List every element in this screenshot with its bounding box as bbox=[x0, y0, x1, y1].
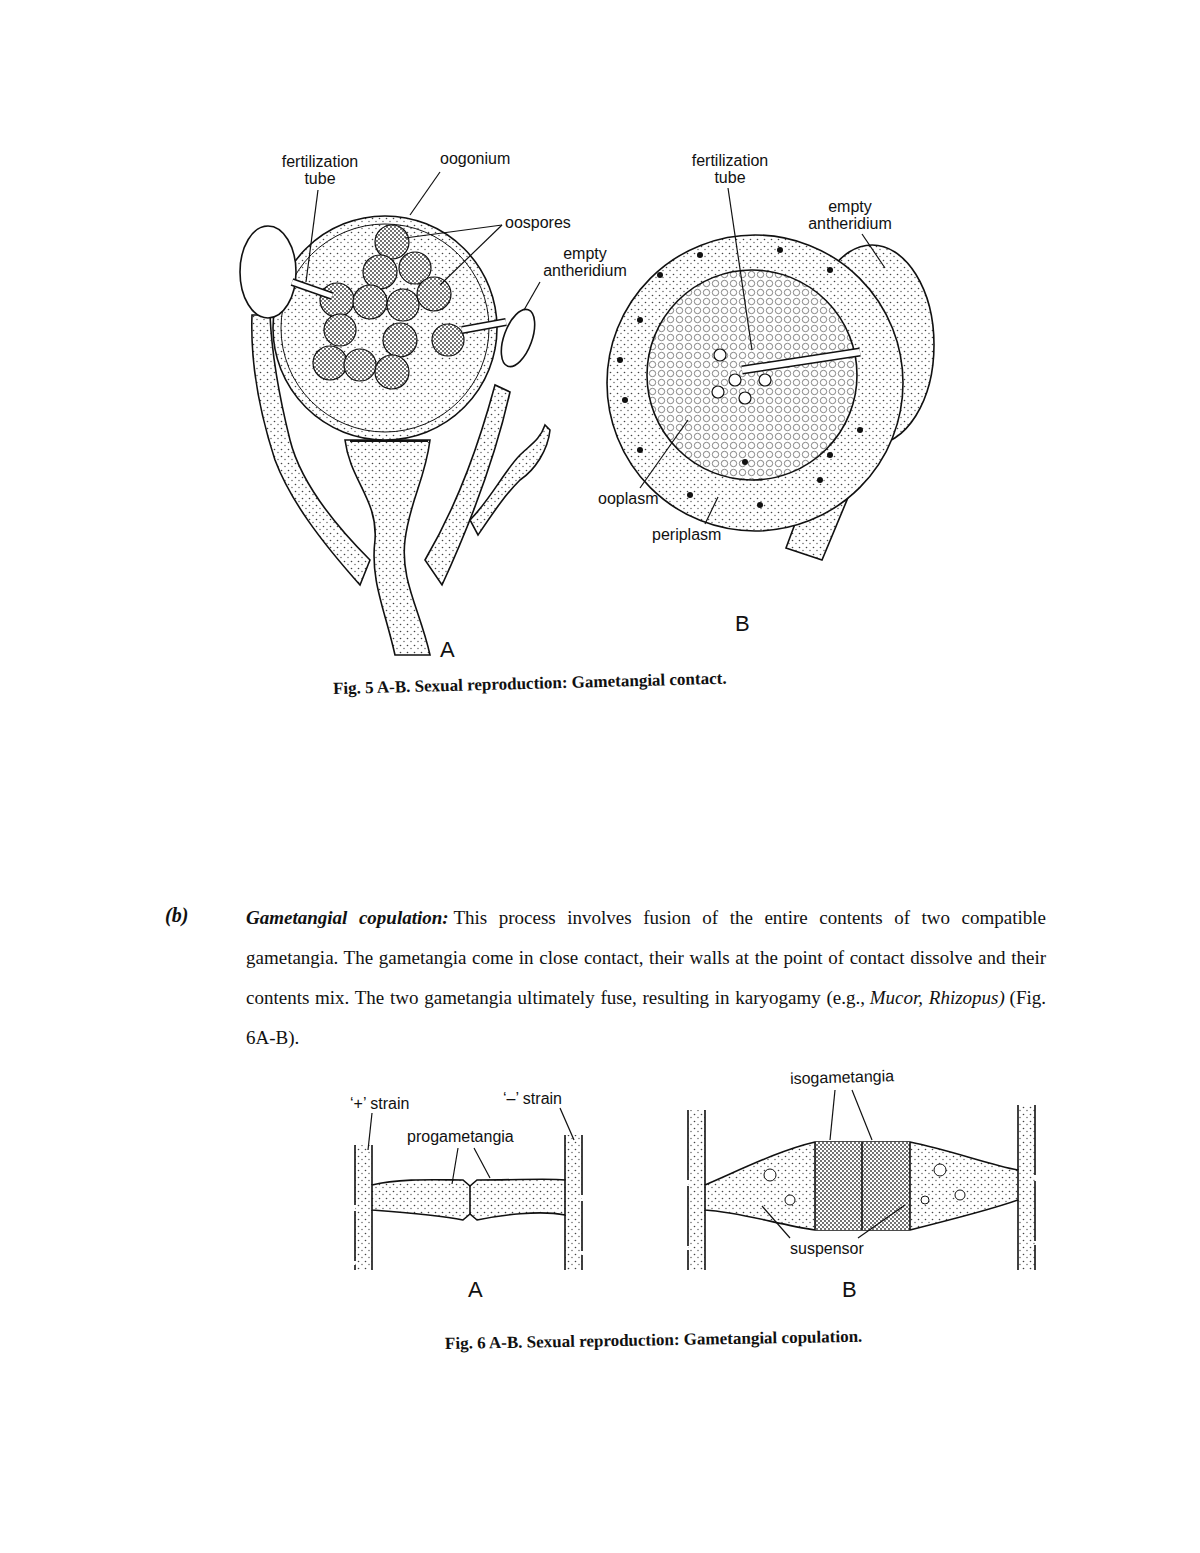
part-label: oogonium bbox=[440, 150, 510, 167]
panel-letter: B bbox=[735, 612, 750, 636]
part-label: fertilization tube bbox=[680, 152, 780, 186]
part-label: progametangia bbox=[407, 1128, 514, 1145]
part-label: fertilization tube bbox=[270, 153, 370, 187]
part-label: empty antheridium bbox=[535, 245, 635, 279]
body-text: Gametangial copulation: bbox=[246, 907, 449, 928]
panel-letter: B bbox=[842, 1278, 857, 1302]
part-label: empty antheridium bbox=[800, 198, 900, 232]
figure-5b bbox=[607, 235, 934, 560]
part-label: ooplasm bbox=[598, 490, 658, 507]
part-label: isogametangia bbox=[790, 1067, 894, 1087]
panel-letter: A bbox=[468, 1278, 483, 1302]
figure-6a bbox=[355, 1135, 582, 1270]
panel-letter: A bbox=[440, 638, 455, 662]
part-label: ‘+’ strain bbox=[350, 1095, 409, 1112]
figure-6b bbox=[688, 1105, 1035, 1270]
figure-5a bbox=[240, 216, 550, 655]
part-label: suspensor bbox=[790, 1240, 864, 1257]
leader-lines bbox=[306, 172, 905, 1238]
body-text: Mucor, Rhizopus) bbox=[870, 987, 1005, 1008]
part-label: ‘–’ strain bbox=[503, 1090, 562, 1107]
paragraph: Gametangial copulation:This process invo… bbox=[246, 898, 1046, 1058]
section-marker: (b) bbox=[165, 907, 188, 924]
part-label: oospores bbox=[505, 214, 571, 231]
figure-caption: Fig. 5 A-B. Sexual reproduction: Gametan… bbox=[333, 670, 727, 697]
part-label: periplasm bbox=[652, 526, 721, 543]
figure-caption: Fig. 6 A-B. Sexual reproduction: Gametan… bbox=[445, 1328, 863, 1352]
